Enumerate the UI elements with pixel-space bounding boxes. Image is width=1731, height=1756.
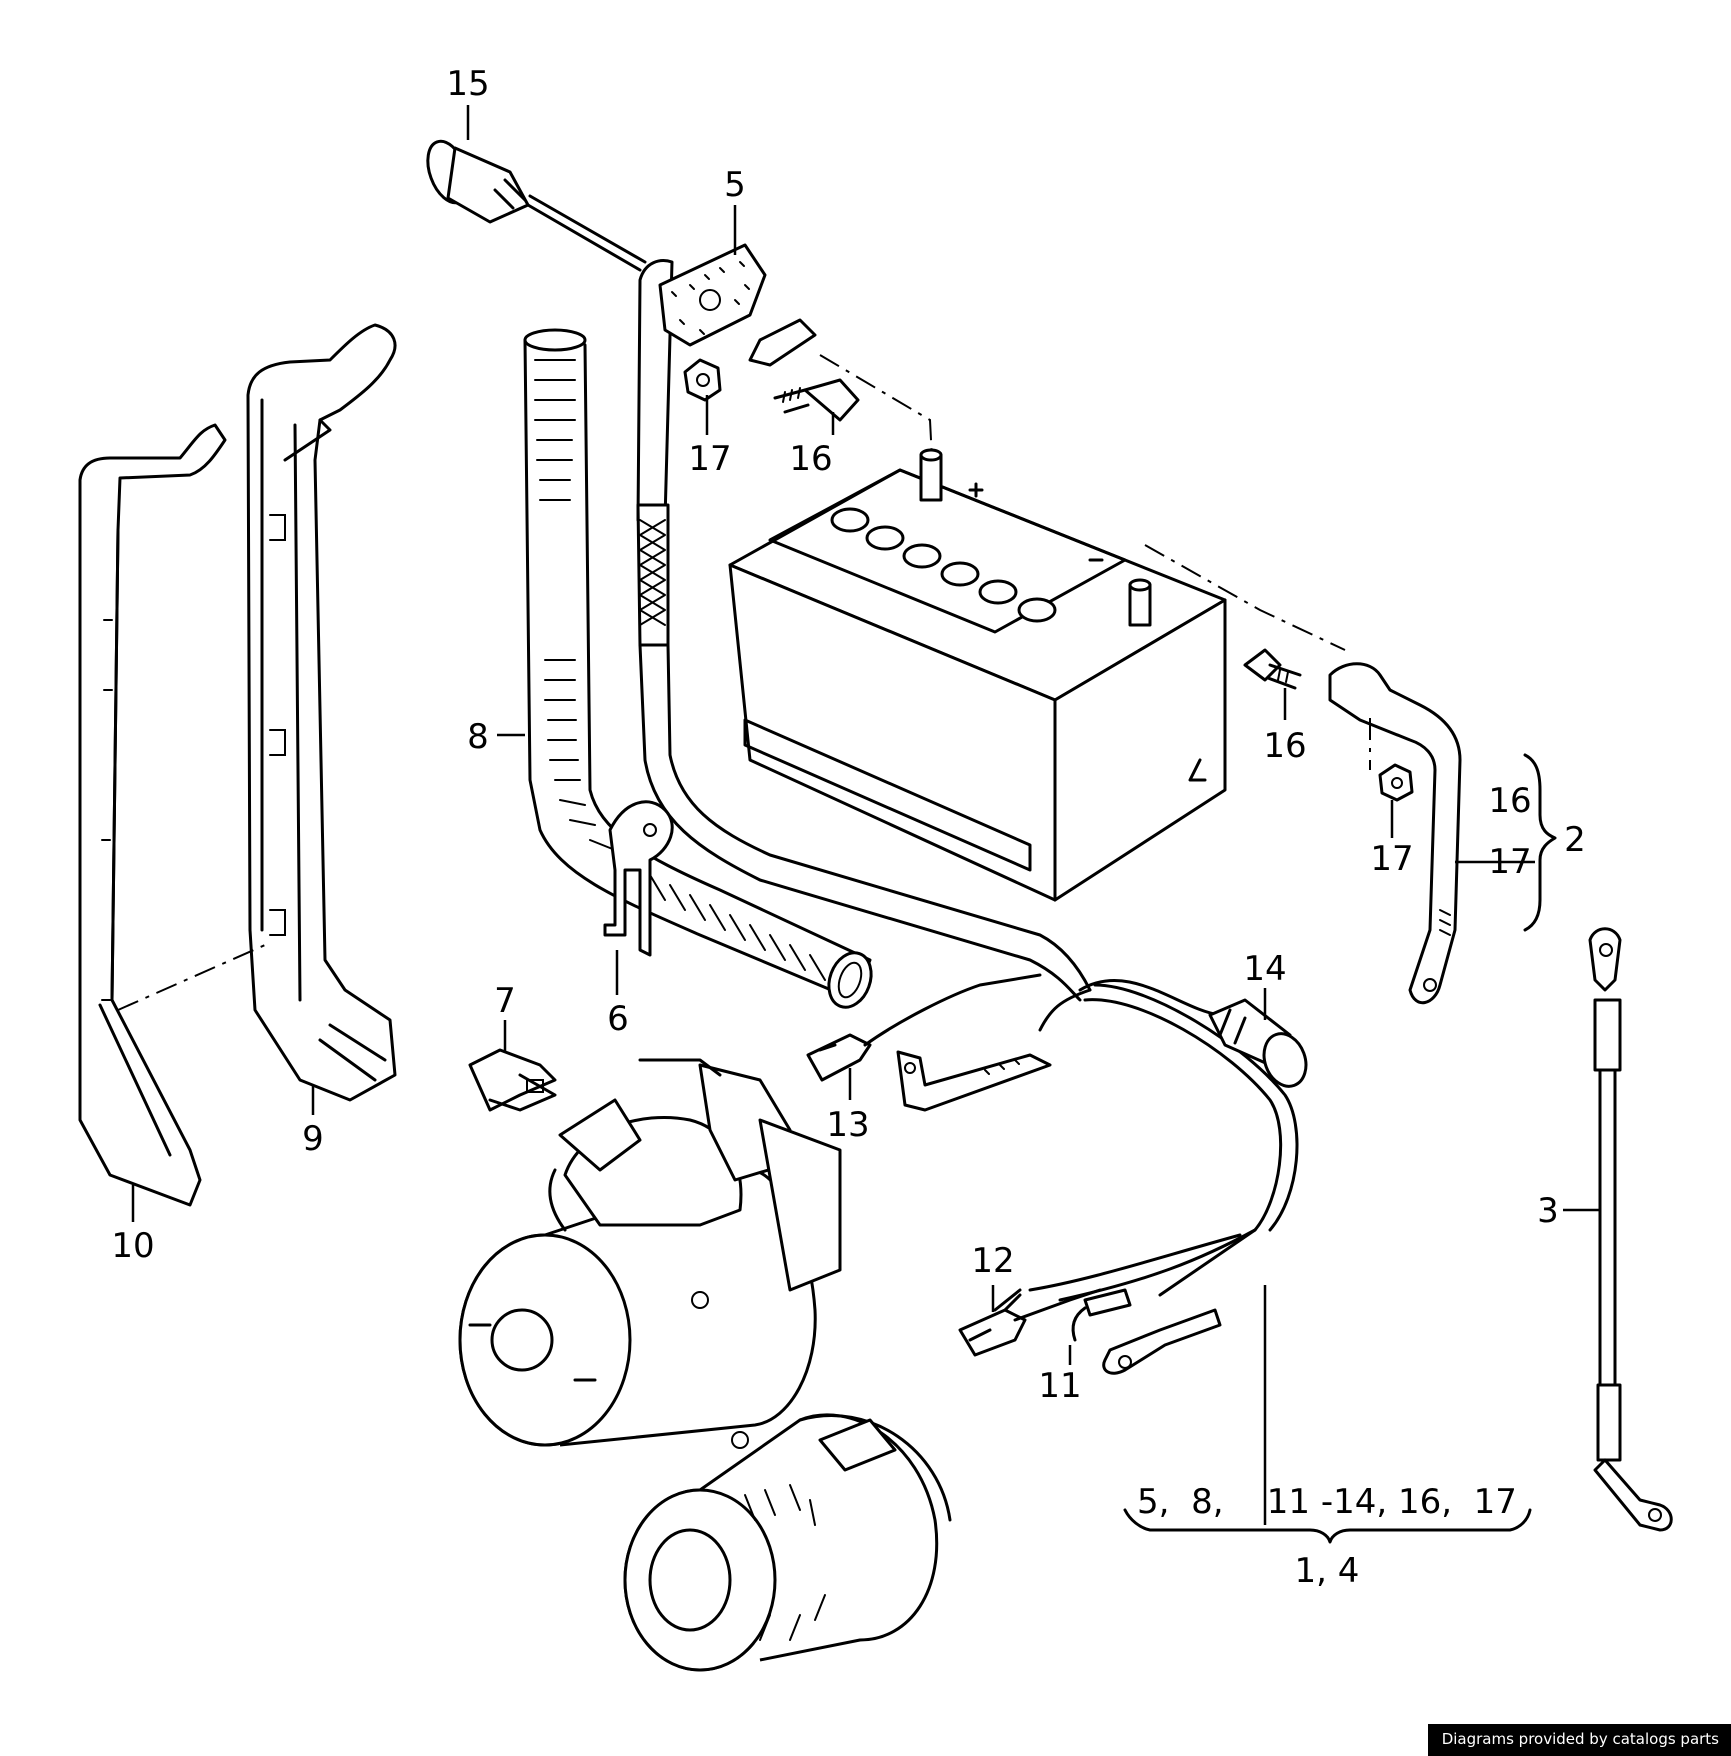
bracket-2-member-16: 16 — [1488, 781, 1531, 821]
part-3-ground-strap — [1563, 927, 1673, 1532]
part-16-bolt-right — [1243, 648, 1302, 720]
callout-8: 8 — [467, 717, 489, 757]
assembly-line-negative — [1144, 544, 1346, 651]
callout-2: 2 — [1564, 820, 1586, 860]
credit-badge: Diagrams provided by catalogs parts — [1427, 1724, 1731, 1756]
callout-5: 5 — [724, 165, 746, 205]
part-17-nut-top — [683, 358, 722, 435]
callout-12: 12 — [971, 1241, 1014, 1281]
callout-16-right: 16 — [1263, 726, 1306, 766]
callout-9: 9 — [302, 1119, 324, 1159]
alternator — [623, 1413, 952, 1672]
part-13-connector — [806, 973, 1042, 1100]
part-6-clip — [603, 800, 674, 995]
group-1-4-brace — [1123, 1508, 1532, 1544]
callout-11: 11 — [1038, 1366, 1081, 1406]
part-14-grommet — [1208, 988, 1308, 1088]
callout-14: 14 — [1243, 949, 1286, 989]
part-11-terminal — [1068, 1288, 1222, 1375]
harness-ground-strap — [896, 988, 1092, 1112]
callout-6: 6 — [607, 999, 629, 1039]
battery — [728, 448, 1227, 902]
part-10-frame-strip — [78, 423, 227, 1207]
callout-17-top: 17 — [688, 439, 731, 479]
callout-16-top: 16 — [789, 439, 832, 479]
part-17-nut-right — [1378, 763, 1414, 838]
callout-3: 3 — [1537, 1191, 1559, 1231]
callout-13: 13 — [826, 1105, 869, 1145]
bracket-2 — [1523, 753, 1557, 932]
part-5-positive-cable — [636, 243, 1092, 1002]
starter-motor — [458, 1058, 842, 1447]
negative-strap — [1328, 662, 1462, 1004]
part-9-frame-strip — [246, 323, 397, 1102]
part-16-bolt-top — [773, 378, 860, 435]
assembly-line-9-10 — [117, 944, 266, 1011]
part-12-connector — [958, 1285, 1102, 1357]
bracket-2-member-17: 17 — [1488, 842, 1531, 882]
callout-7: 7 — [494, 981, 516, 1021]
callout-10: 10 — [111, 1226, 154, 1266]
callout-1-4: 1, 4 — [1295, 1551, 1360, 1591]
callout-17-right: 17 — [1370, 839, 1413, 879]
group-1-4-members: 5, 8, 11 -14, 16, 17 — [1137, 1482, 1517, 1522]
callout-15: 15 — [446, 64, 489, 104]
assembly-line-positive — [819, 354, 933, 461]
part-7-bracket — [468, 1020, 557, 1112]
part-15-grommet — [426, 139, 647, 272]
